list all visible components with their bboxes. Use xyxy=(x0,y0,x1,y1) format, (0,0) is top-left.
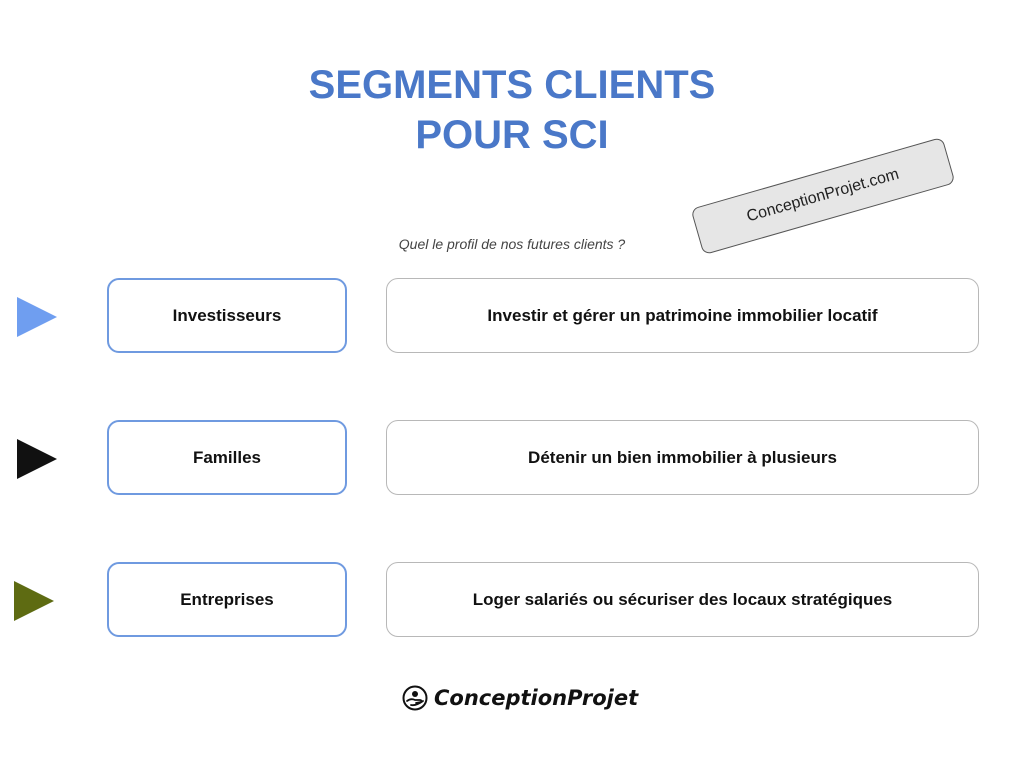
logo-wordmark: ConceptionProjet xyxy=(434,686,639,710)
title-line-2: POUR SCI xyxy=(415,113,609,157)
description-box-entreprises: Loger salariés ou sécuriser des locaux s… xyxy=(386,562,979,637)
hand-coin-icon xyxy=(402,685,428,711)
segment-box-familles: Familles xyxy=(107,420,347,495)
description-box-investisseurs: Investir et gérer un patrimoine immobili… xyxy=(386,278,979,353)
segment-box-entreprises: Entreprises xyxy=(107,562,347,637)
description-box-familles: Détenir un bien immobilier à plusieurs xyxy=(386,420,979,495)
arrow-icon-entreprises xyxy=(14,581,54,621)
title-line-1: SEGMENTS CLIENTS xyxy=(308,63,716,107)
subtitle-question: Quel le profil de nos futures clients ? xyxy=(398,236,626,252)
conceptionprojet-logo: ConceptionProjet xyxy=(402,680,638,716)
page-title: SEGMENTS CLIENTS POUR SCI xyxy=(212,60,812,160)
arrow-icon-investisseurs xyxy=(17,297,57,337)
arrow-icon-familles xyxy=(17,439,57,479)
segment-box-investisseurs: Investisseurs xyxy=(107,278,347,353)
